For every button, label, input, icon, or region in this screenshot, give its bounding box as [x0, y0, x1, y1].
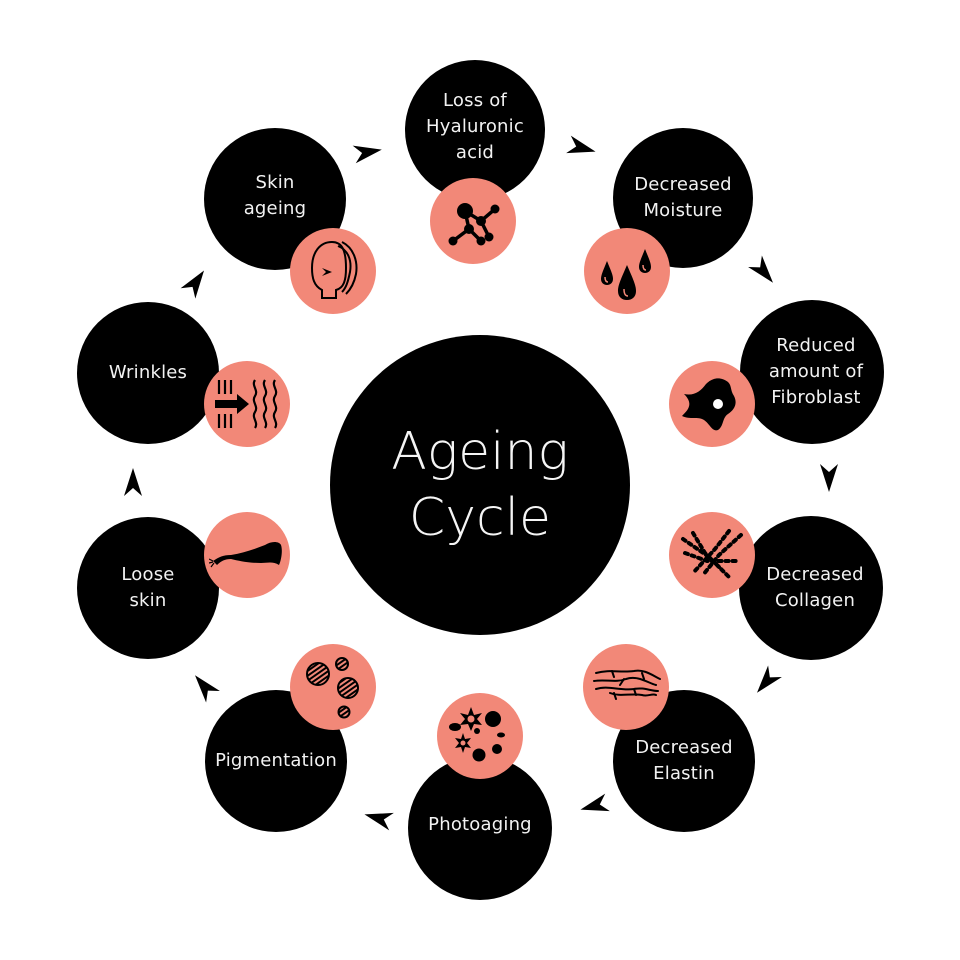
diagram-title: Ageing Cycle — [391, 422, 569, 548]
node-label: Loss of Hyaluronic acid — [426, 90, 524, 163]
collagen-fibers-icon — [669, 512, 755, 598]
node-label: Wrinkles — [108, 362, 188, 383]
arrow-icon — [566, 135, 596, 154]
arrow-icon — [195, 675, 220, 703]
node-photoaging: Photoaging — [408, 756, 552, 900]
arrow-icon — [580, 793, 610, 812]
node-collagen: Decreased Collagen — [739, 516, 883, 660]
arrow-icon — [180, 270, 205, 299]
pigment-spots-icon — [290, 644, 376, 730]
sun-spots-icon — [437, 693, 523, 779]
arrow-icon — [352, 145, 382, 164]
arrow-icon — [748, 255, 773, 283]
node-label: Pigmentation — [215, 750, 337, 771]
node-fibroblast: Reduced amount of Fibroblast — [740, 300, 884, 444]
water-drops-icon — [584, 228, 670, 314]
arrow-icon — [124, 468, 142, 496]
node-loose-skin: Loose skin — [77, 517, 219, 659]
center-circle: Ageing Cycle — [330, 335, 630, 635]
sagging-arm-icon — [204, 512, 290, 598]
node-label: Reduced amount of Fibroblast — [768, 335, 864, 408]
node-wrinkles: Wrinkles — [77, 302, 219, 444]
arrow-icon — [820, 464, 838, 492]
node-hyaluronic: Loss of Hyaluronic acid — [405, 60, 545, 200]
fibroblast-cell-icon — [669, 361, 755, 447]
node-label: Photoaging — [428, 814, 532, 835]
wrinkle-lines-icon — [204, 361, 290, 447]
elastin-fibers-icon — [583, 644, 669, 730]
arrow-icon — [757, 665, 782, 693]
ageing-face-icon — [290, 228, 376, 314]
arrow-icon — [364, 812, 394, 831]
node-label: Decreased Moisture — [634, 174, 732, 221]
node-label: Decreased Elastin — [635, 737, 733, 784]
node-label: Decreased Collagen — [766, 564, 864, 611]
node-label: Loose skin — [121, 564, 175, 611]
molecule-icon — [430, 178, 516, 264]
node-label: Skin ageing — [243, 172, 307, 219]
